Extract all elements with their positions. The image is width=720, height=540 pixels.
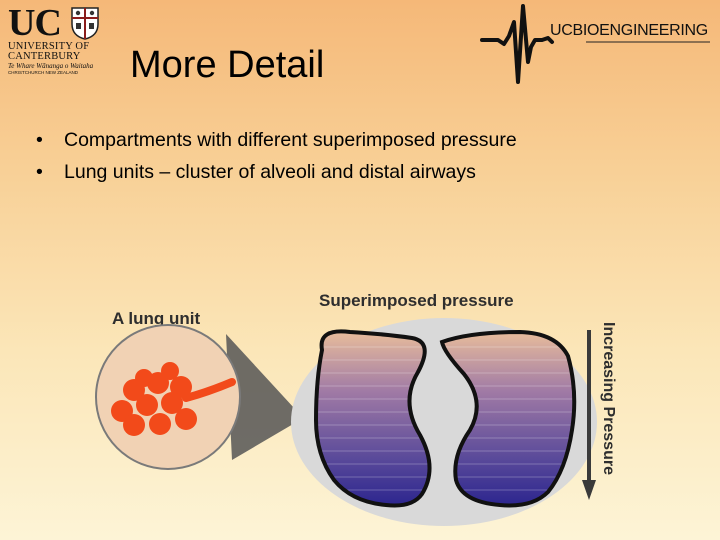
superimposed-pressure-label: Superimposed pressure — [319, 291, 514, 310]
increasing-pressure-label: Increasing Pressure — [600, 322, 617, 475]
